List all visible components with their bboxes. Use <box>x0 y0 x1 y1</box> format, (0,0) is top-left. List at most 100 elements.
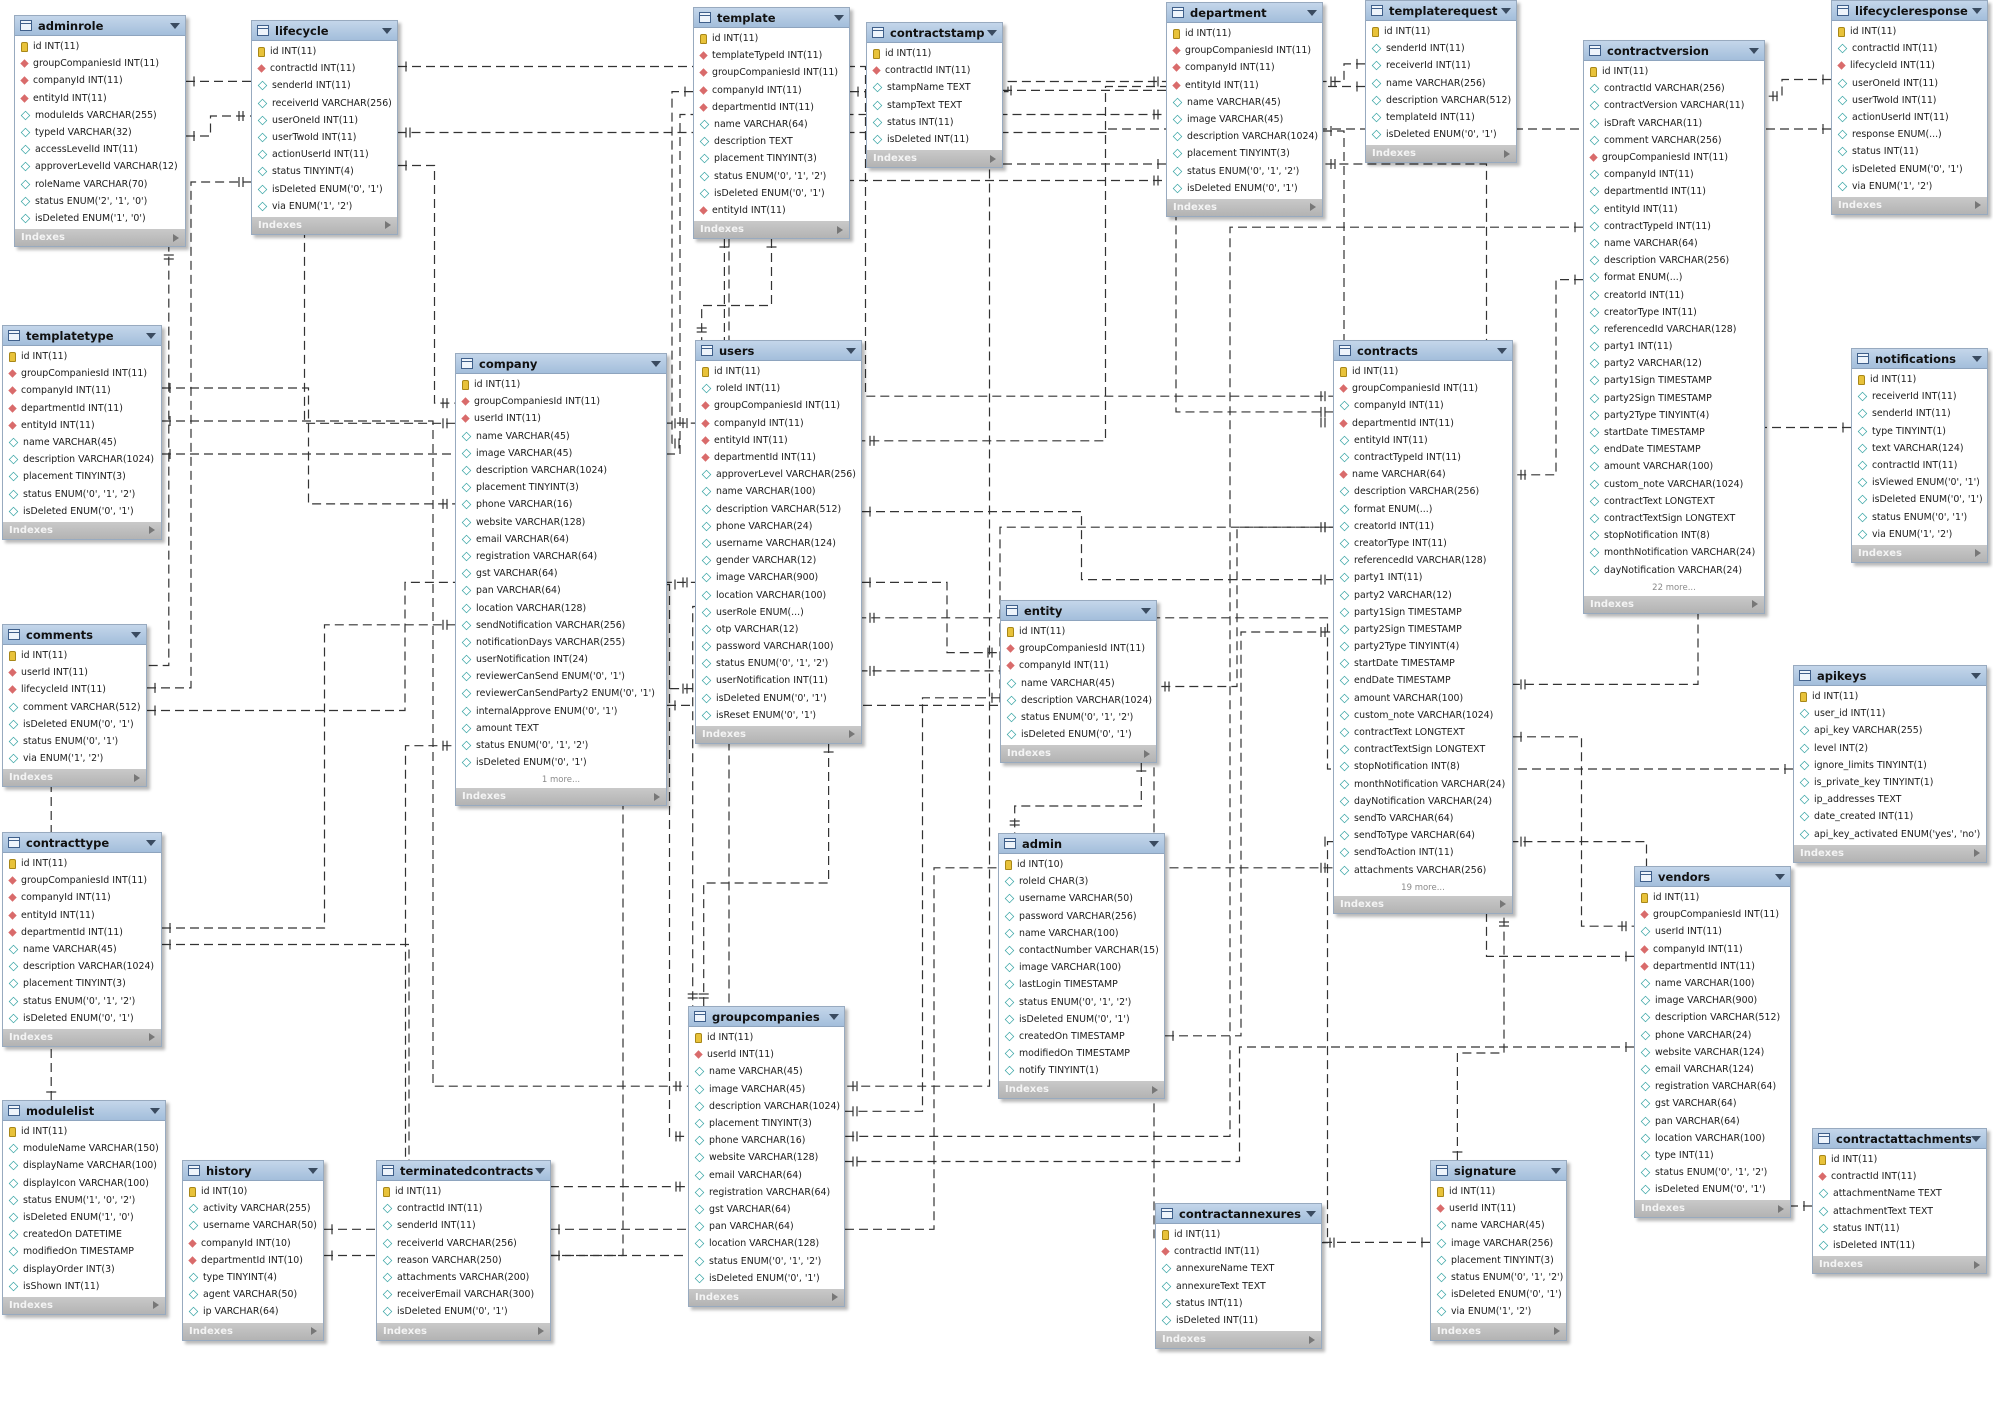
table-column[interactable]: status ENUM('0', '1') <box>3 733 146 750</box>
table-column[interactable]: party2Type TINYINT(4) <box>1334 638 1512 655</box>
table-column[interactable]: roleName VARCHAR(70) <box>15 176 185 193</box>
table-column[interactable]: referencedId VARCHAR(128) <box>1334 552 1512 569</box>
expand-arrow-icon[interactable] <box>1144 749 1150 758</box>
table-column[interactable]: approverLevelId VARCHAR(12) <box>15 158 185 175</box>
table-column[interactable]: status ENUM('0', '1', '2') <box>999 994 1164 1011</box>
table-header[interactable]: history <box>183 1161 323 1181</box>
table-column[interactable]: name VARCHAR(64) <box>1584 235 1764 252</box>
table-header[interactable]: groupcompanies <box>689 1007 844 1027</box>
table-column[interactable]: contractTypeId INT(11) <box>1584 218 1764 235</box>
expand-arrow-icon[interactable] <box>990 154 996 163</box>
table-column[interactable]: moduleIds VARCHAR(255) <box>15 107 185 124</box>
table-column[interactable]: gst VARCHAR(64) <box>1635 1095 1790 1112</box>
indexes-section[interactable]: Indexes <box>694 221 849 239</box>
table-column[interactable]: lifecycleId INT(11) <box>3 681 146 698</box>
table-column[interactable]: entityId INT(11) <box>15 90 185 107</box>
table-column[interactable]: isDeleted ENUM('0', '1') <box>1635 1181 1790 1198</box>
table-column[interactable]: monthNotification VARCHAR(24) <box>1584 544 1764 561</box>
table-column[interactable]: id INT(11) <box>377 1183 550 1200</box>
table-column[interactable]: isDeleted ENUM('0', '1') <box>1832 161 1987 178</box>
table-column[interactable]: phone VARCHAR(24) <box>1635 1027 1790 1044</box>
table-column[interactable]: contractTypeId INT(11) <box>1334 449 1512 466</box>
table-column[interactable]: description VARCHAR(1024) <box>456 462 666 479</box>
table-column[interactable]: id INT(11) <box>3 348 161 365</box>
table-column[interactable]: attachments VARCHAR(200) <box>377 1269 550 1286</box>
expand-arrow-icon[interactable] <box>385 221 391 230</box>
table-column[interactable]: description TEXT <box>694 133 849 150</box>
indexes-section[interactable]: Indexes <box>689 1288 844 1306</box>
table-column[interactable]: description VARCHAR(512) <box>696 501 861 518</box>
table-column[interactable]: registration VARCHAR(64) <box>689 1184 844 1201</box>
table-column[interactable]: name VARCHAR(45) <box>3 941 161 958</box>
table-column[interactable]: creatorId INT(11) <box>1584 286 1764 303</box>
collapse-arrow-icon[interactable] <box>1149 840 1159 847</box>
table-column[interactable]: image VARCHAR(900) <box>1635 992 1790 1009</box>
table-column[interactable]: groupCompaniesId INT(11) <box>1001 640 1156 657</box>
indexes-section[interactable]: Indexes <box>999 1081 1164 1099</box>
table-column[interactable]: type INT(11) <box>1635 1147 1790 1164</box>
table-column[interactable]: receiverId INT(11) <box>1852 388 1987 405</box>
collapse-arrow-icon[interactable] <box>1749 47 1759 54</box>
table-column[interactable]: via ENUM('1', '2') <box>1431 1303 1566 1320</box>
table-column[interactable]: receiverEmail VARCHAR(300) <box>377 1286 550 1303</box>
table-column[interactable]: status INT(11) <box>867 114 1002 131</box>
table-column[interactable]: level INT(2) <box>1794 740 1986 757</box>
table-column[interactable]: companyId INT(11) <box>694 82 849 99</box>
table-column[interactable]: type TINYINT(1) <box>1852 423 1987 440</box>
table-column[interactable]: ip_addresses TEXT <box>1794 791 1986 808</box>
table-column[interactable]: email VARCHAR(124) <box>1635 1061 1790 1078</box>
table-column[interactable]: groupCompaniesId INT(11) <box>456 393 666 410</box>
table-column[interactable]: monthNotification VARCHAR(24) <box>1334 776 1512 793</box>
table-column[interactable]: date_created INT(11) <box>1794 808 1986 825</box>
table-column[interactable]: status ENUM('2', '1', '0') <box>15 193 185 210</box>
table-column[interactable]: startDate TIMESTAMP <box>1334 655 1512 672</box>
table-column[interactable]: entityId INT(11) <box>3 907 161 924</box>
table-column[interactable]: isDeleted INT(11) <box>867 131 1002 148</box>
table-header[interactable]: apikeys <box>1794 666 1986 686</box>
table-header[interactable]: contractattachments <box>1813 1129 1986 1149</box>
table-column[interactable]: website VARCHAR(128) <box>456 514 666 531</box>
table-column[interactable]: isDeleted INT(11) <box>1156 1312 1321 1329</box>
table-column[interactable]: location VARCHAR(128) <box>689 1235 844 1252</box>
table-column[interactable]: contractId VARCHAR(256) <box>1584 80 1764 97</box>
table-header[interactable]: contracts <box>1334 341 1512 361</box>
indexes-section[interactable]: Indexes <box>15 229 185 247</box>
table-column[interactable]: status ENUM('0', '1', '2') <box>3 486 161 503</box>
table-column[interactable]: placement TINYINT(3) <box>3 975 161 992</box>
table-column[interactable]: userTwoId INT(11) <box>1832 92 1987 109</box>
table-header[interactable]: comments <box>3 625 146 645</box>
table-column[interactable]: modifiedOn TIMESTAMP <box>3 1243 165 1260</box>
table-column[interactable]: id INT(11) <box>1334 363 1512 380</box>
table-column[interactable]: annexureName TEXT <box>1156 1260 1321 1277</box>
table-column[interactable]: party1Sign TIMESTAMP <box>1334 604 1512 621</box>
table-column[interactable]: referencedId VARCHAR(128) <box>1584 321 1764 338</box>
collapse-arrow-icon[interactable] <box>1306 1210 1316 1217</box>
table-column[interactable]: gender VARCHAR(12) <box>696 552 861 569</box>
table-column[interactable]: userOneId INT(11) <box>1832 75 1987 92</box>
table-column[interactable]: id INT(11) <box>1156 1226 1321 1243</box>
table-column[interactable]: location VARCHAR(128) <box>456 599 666 616</box>
table-column[interactable]: description VARCHAR(512) <box>1366 92 1516 109</box>
table-column[interactable]: contractId INT(11) <box>1852 457 1987 474</box>
expand-arrow-icon[interactable] <box>1309 1335 1315 1344</box>
collapse-arrow-icon[interactable] <box>1501 7 1511 14</box>
table-column[interactable]: id INT(10) <box>183 1183 323 1200</box>
table-column[interactable]: placement TINYINT(3) <box>689 1115 844 1132</box>
table-header[interactable]: contracttype <box>3 833 161 853</box>
collapse-arrow-icon[interactable] <box>170 22 180 29</box>
table-column[interactable]: party2 VARCHAR(12) <box>1584 355 1764 372</box>
expand-arrow-icon[interactable] <box>1975 549 1981 558</box>
table-column[interactable]: groupCompaniesId INT(11) <box>1584 149 1764 166</box>
table-column[interactable]: id INT(11) <box>1852 371 1987 388</box>
table-column[interactable]: ip VARCHAR(64) <box>183 1303 323 1320</box>
table-column[interactable]: image VARCHAR(45) <box>1167 111 1322 128</box>
table-column[interactable]: party1 INT(11) <box>1334 569 1512 586</box>
table-column[interactable]: groupCompaniesId INT(11) <box>3 872 161 889</box>
table-column[interactable]: companyId INT(11) <box>3 382 161 399</box>
